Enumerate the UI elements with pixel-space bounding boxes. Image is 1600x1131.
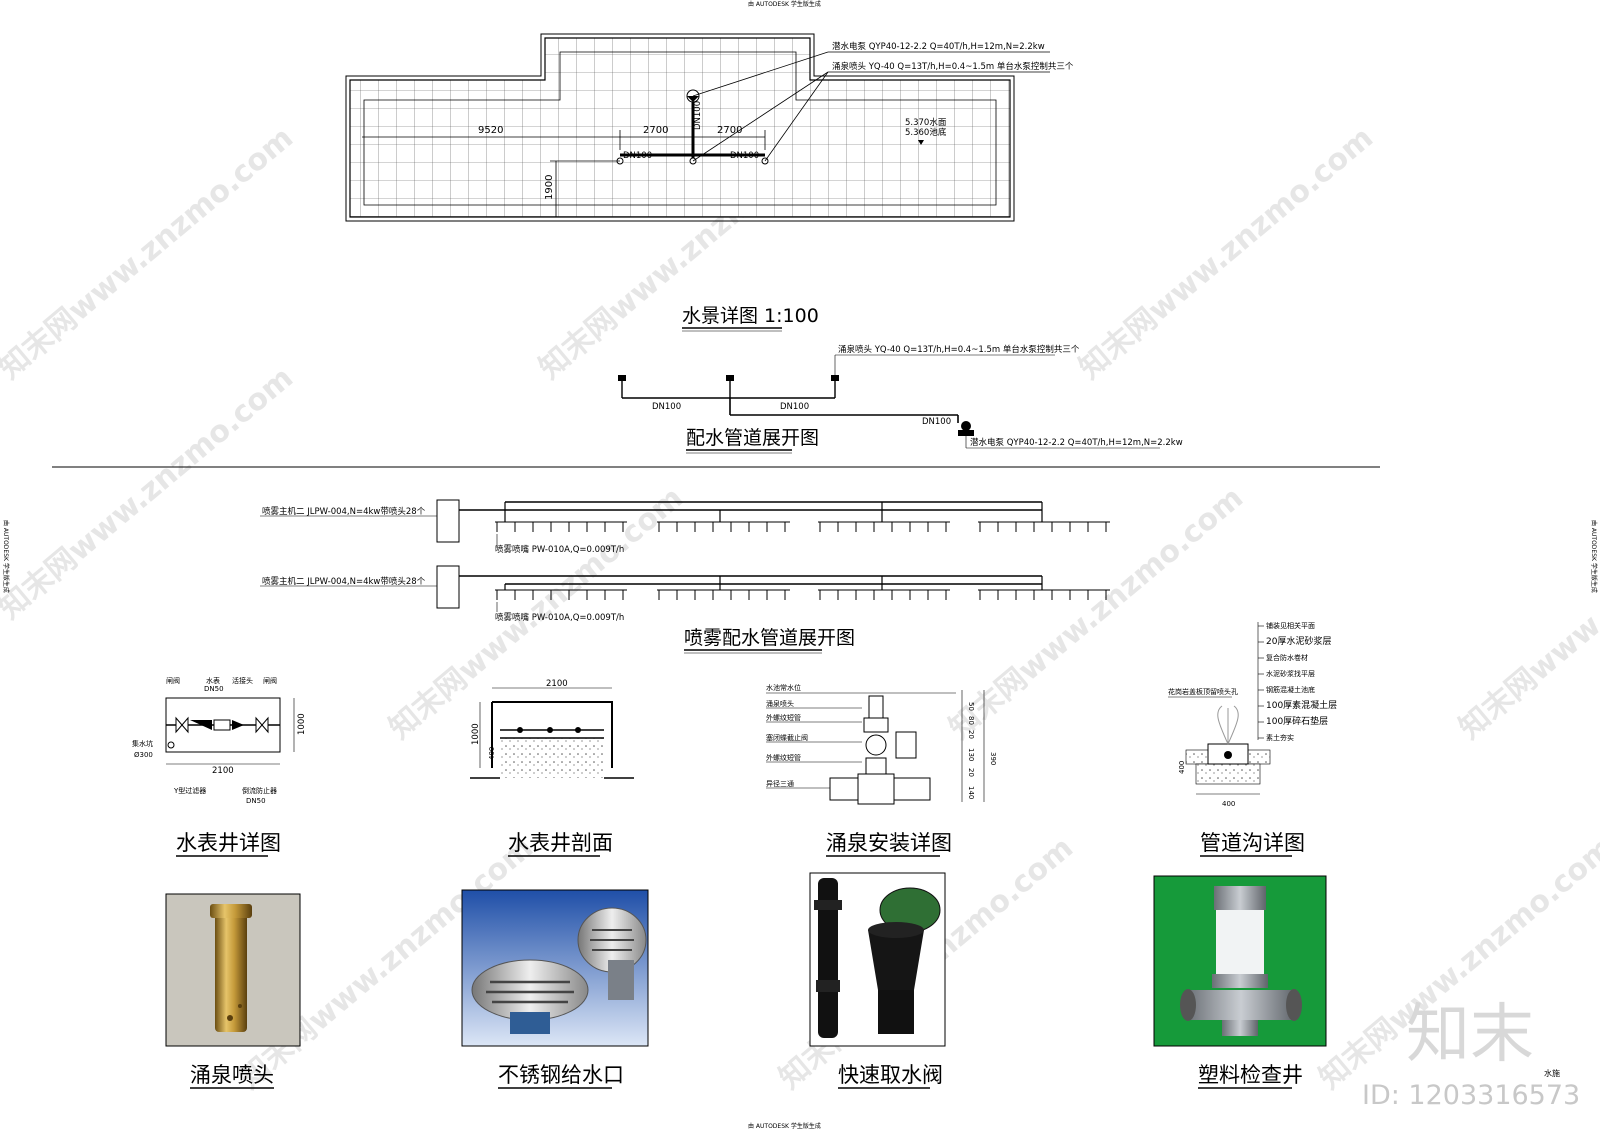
pipe-label: DN100 [652, 402, 681, 412]
trench-layer: 100厚碎石垫层 [1266, 715, 1328, 727]
meter-well-detail: 2100 1000 闸阀 水表 DN50 活接头 闸阀 集水坑 Ø300 Y型过… [132, 676, 307, 805]
dim-1900: 1900 [544, 175, 555, 200]
watermark: 知末网www.znzmo.com [0, 360, 300, 626]
mist-nozzle-label: 喷雾喷嘴 PW-010A,Q=0.009T/h [495, 612, 624, 623]
side-note-left: 由 AUTODESK 学生版生成 [2, 520, 10, 593]
distribution-title: 配水管道展开图 [686, 427, 819, 449]
fountain-label: 外螺纹短管 [766, 753, 801, 762]
trench-label: 花岗岩盖板顶留喷头孔 [1168, 687, 1238, 696]
product-caption: 塑料检查井 [1198, 1063, 1303, 1087]
watermark: 知末网www.znzmo.com [1073, 120, 1380, 386]
id-label: ID: 1203316573 [1362, 1080, 1580, 1111]
dim-400: 400 [488, 747, 496, 760]
fountain-install-detail: 水池常水位 涌泉喷头 外螺纹短管 塞闭蝶截止阀 外螺纹短管 异径三通 50 80… [766, 683, 997, 805]
plan-title: 水景详图 1:100 [682, 305, 819, 327]
mist-nozzle-label: 喷雾喷嘴 PW-010A,Q=0.009T/h [495, 544, 624, 555]
pump-label: 潜水电泵 QYP40-12-2.2 Q=40T/h,H=12m,N=2.2kw [832, 41, 1045, 52]
mist-host-label: 喷雾主机二 JLPW-004,N=4kw带喷头28个 [262, 506, 426, 517]
header-note: 由 AUTODESK 学生版生成 [748, 0, 821, 8]
sump-size: Ø300 [134, 751, 153, 759]
watermark: 知末网www.znzmo.com [0, 120, 300, 386]
trench-title: 管道沟详图 [1200, 831, 1305, 855]
pipe-label: DN100 [780, 402, 809, 412]
dim-400: 400 [1178, 761, 1186, 774]
nozzle-label: 涌泉喷头 YQ-40 Q=13T/h,H=0.4~1.5m 单台水泵控制共三个 [832, 61, 1074, 72]
filter-label: Y型过滤器 [173, 786, 206, 795]
trench-layer: 素土夯实 [1266, 733, 1294, 742]
meter-well-title: 水表井详图 [176, 831, 281, 855]
sump-label: 集水坑 [132, 739, 153, 748]
fountain-label: 外螺纹短管 [766, 713, 801, 722]
pipe-label: DN100 [693, 101, 703, 130]
water-level: 5.370水面 [905, 117, 947, 128]
sheet-note: 水施 [1544, 1068, 1560, 1078]
meter-section-title: 水表井剖面 [508, 831, 613, 855]
joint-label: 活接头 [232, 676, 253, 685]
side-note-right: 由 AUTODESK 学生版生成 [1590, 520, 1598, 593]
dim-2700: 2700 [717, 125, 742, 136]
quick-water-valve-photo [809, 872, 946, 1047]
fountain-dim: 130 [967, 748, 975, 761]
watermark: 知末网www.znzmo.com [943, 480, 1250, 746]
footer-note: 由 AUTODESK 学生版生成 [748, 1122, 821, 1130]
dim-9520: 9520 [478, 125, 503, 136]
trench-layer: 20厚水泥砂浆层 [1266, 635, 1331, 647]
watermark: 知末网www.znzmo.com [1453, 480, 1600, 746]
dim-2100: 2100 [546, 679, 568, 689]
fountain-dim: 20 [967, 768, 975, 777]
fountain-label: 水池常水位 [766, 683, 801, 692]
dim-400: 400 [1222, 800, 1235, 808]
fountain-total-dim: 390 [989, 752, 997, 765]
fountain-nozzle-photo [165, 893, 301, 1047]
trench-layer: 铺装见相关平面 [1266, 621, 1315, 630]
fountain-label: 异径三通 [766, 779, 794, 788]
fountain-dim: 80 [967, 716, 975, 725]
stainless-water-outlet-photo [461, 889, 649, 1047]
dn50-label: DN50 [246, 797, 266, 805]
pipe-label: DN100 [730, 151, 759, 161]
mist-host-label: 喷雾主机二 JLPW-004,N=4kw带喷头28个 [262, 576, 426, 587]
product-caption: 不锈钢给水口 [498, 1063, 624, 1087]
pipe-label: DN100 [922, 417, 951, 427]
trench-layer: 100厚素混凝土层 [1266, 699, 1337, 711]
pipe-label: DN100 [623, 151, 652, 161]
brand-logo: 知末 [1406, 998, 1534, 1072]
valve-label: 闸阀 [166, 676, 180, 685]
fountain-dim: 140 [967, 786, 975, 799]
backflow-label: 倒流防止器 [242, 786, 277, 795]
pump-label: 潜水电泵 QYP40-12-2.2 Q=40T/h,H=12m,N=2.2kw [970, 437, 1183, 448]
dim-2700: 2700 [643, 125, 668, 136]
mist-title: 喷雾配水管道展开图 [684, 627, 855, 649]
fountain-label: 塞闭蝶截止阀 [766, 733, 808, 742]
dim-1000: 1000 [297, 713, 307, 735]
trench-layer: 复合防水卷材 [1266, 653, 1308, 662]
distribution-diagram: 涌泉喷头 YQ-40 Q=13T/h,H=0.4~1.5m 单台水泵控制共三个 … [618, 344, 1183, 449]
fountain-dim: 50 [967, 702, 975, 711]
valve-label: 闸阀 [263, 676, 277, 685]
product-caption: 快速取水阀 [838, 1063, 943, 1087]
mist-diagram: 喷雾主机二 JLPW-004,N=4kw带喷头28个 喷雾喷嘴 PW-010A,… [260, 499, 1110, 623]
fountain-install-title: 涌泉安装详图 [826, 831, 952, 855]
fountain-dim: 20 [967, 730, 975, 739]
trench-layer: 钢筋混凝土池底 [1266, 685, 1315, 694]
dim-1000: 1000 [471, 723, 481, 745]
fountain-label: 涌泉喷头 [766, 699, 794, 708]
meter-label: 水表 [206, 676, 220, 685]
plastic-inspection-well-photo [1153, 875, 1327, 1047]
trench-detail: 铺装见相关平面 20厚水泥砂浆层 复合防水卷材 水泥砂浆找平层 钢筋混凝土池底 … [1168, 621, 1337, 808]
product-caption: 涌泉喷头 [190, 1063, 274, 1087]
dim-2100: 2100 [212, 766, 234, 776]
bottom-level: 5.360池底 [905, 127, 947, 138]
meter-well-section: 2100 1000 400 [470, 679, 634, 779]
trench-layer: 水泥砂浆找平层 [1266, 669, 1315, 678]
nozzle-label: 涌泉喷头 YQ-40 Q=13T/h,H=0.4~1.5m 单台水泵控制共三个 [838, 344, 1080, 355]
pool-plan: 9520 2700 2700 1900 DN100 DN100 DN100 潜水… [345, 33, 1074, 222]
dn50-label: DN50 [204, 685, 224, 693]
